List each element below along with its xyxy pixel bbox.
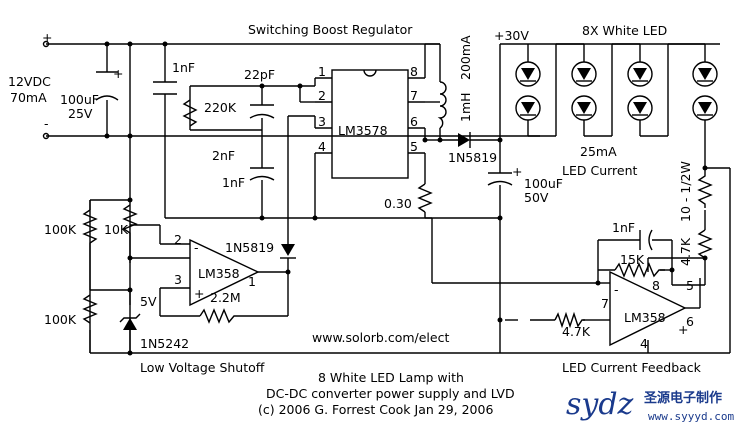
- cap-22pf: [249, 104, 275, 119]
- zener-label: 1N5242: [140, 336, 189, 351]
- fb-pin-7: 7: [601, 296, 609, 311]
- fb-pin-8: 8: [652, 278, 660, 293]
- resistor-15k: [614, 262, 665, 278]
- title-feedback: LED Current Feedback: [562, 360, 702, 375]
- resistor-sense: [417, 183, 433, 213]
- lvd-r1-label: 100K: [44, 222, 77, 237]
- supply-plus: +: [42, 30, 52, 45]
- resistor-220k-label: 220K: [204, 100, 237, 115]
- fb-minus: -: [614, 282, 619, 297]
- lvd-r2-label: 10K: [104, 222, 129, 237]
- ic-pin-1: 1: [318, 64, 326, 79]
- resistor-10ohm: [697, 168, 713, 208]
- output-voltage: +30V: [494, 28, 529, 43]
- watermark-logo: sydz: [566, 387, 634, 422]
- resistor-220k: [182, 99, 198, 127]
- resistor-100k-bot: [82, 294, 98, 324]
- lvd-diode-label: 1N5819: [225, 240, 274, 255]
- lvd-pin-1: 1: [248, 274, 256, 289]
- ic-pin-2: 2: [318, 88, 326, 103]
- fb-plus: +: [678, 322, 688, 337]
- supply-voltage: 12VDC: [8, 74, 51, 89]
- ic-pin-7: 7: [410, 88, 418, 103]
- supply-plus-terminal: [42, 40, 50, 48]
- led-array: [515, 61, 718, 121]
- cap-2nf-label: 2nF: [212, 148, 235, 163]
- output-cap-plus: +: [512, 164, 522, 179]
- boost-diode: [458, 132, 471, 148]
- ic-pin-8: 8: [410, 64, 418, 79]
- ic-pin-5: 5: [410, 139, 418, 154]
- fb-opamp: LM358: [624, 310, 666, 325]
- lvd-opamp: LM358: [198, 266, 240, 281]
- resistor-10ohm-label: 10 - 1/2W: [678, 161, 693, 222]
- fb-pin-6: 6: [686, 314, 694, 329]
- cap-1nf-soft-label: 1nF: [222, 175, 245, 190]
- watermark-url: www.syyyd.com: [648, 410, 734, 423]
- inductor-current: 200mA: [458, 35, 473, 80]
- fb-r15k-label: 15K: [620, 252, 645, 267]
- resistor-2m2: [199, 308, 240, 324]
- supply-minus: -: [44, 116, 49, 131]
- bypass-cap-value: 1nF: [172, 60, 195, 75]
- fb-cap-label: 1nF: [612, 220, 635, 235]
- fb-r-div-label: 4.7K: [678, 237, 693, 266]
- resistor-4k7-div: [697, 229, 713, 259]
- input-cap-voltage: 25V: [68, 106, 93, 121]
- fb-pin-5: 5: [686, 278, 694, 293]
- lvd-pin-3: 3: [174, 272, 182, 287]
- watermark: sydz 圣源电子制作 www.syyyd.com: [562, 380, 742, 428]
- input-cap-value: 100uF: [60, 92, 99, 107]
- supply-current: 70mA: [10, 90, 47, 105]
- ic-lm3578: LM3578: [338, 123, 388, 138]
- sense-resistor-label: 0.30: [384, 196, 412, 211]
- resistor-10k: [122, 204, 138, 263]
- supply-minus-terminal: [42, 132, 50, 140]
- fb-r-in-label: 4.7K: [562, 324, 591, 339]
- lvd-r3-label: 100K: [44, 312, 77, 327]
- junction-dots: [104, 41, 708, 356]
- zener-voltage: 5V: [140, 294, 157, 309]
- output-cap-value: 100uF: [524, 176, 563, 191]
- fb-pin-4: 4: [640, 336, 648, 351]
- boost-diode-label: 1N5819: [448, 150, 497, 165]
- lvd-pin-2: 2: [174, 232, 182, 247]
- ic-notch: [363, 69, 377, 77]
- cap-22pf-label: 22pF: [244, 67, 275, 82]
- feedback-capacitor: [639, 229, 653, 251]
- input-capacitor: [95, 71, 119, 101]
- resistor-100k-top: [82, 209, 98, 248]
- ic-pin-3: 3: [318, 114, 326, 129]
- lvd-diode: [280, 244, 296, 259]
- title-lvs: Low Voltage Shutoff: [140, 360, 265, 375]
- watermark-cn: 圣源电子制作: [644, 390, 722, 406]
- ic-pin-4: 4: [318, 139, 326, 154]
- led-current-value: 25mA: [580, 144, 617, 159]
- ic-pin-6: 6: [410, 114, 418, 129]
- title-boost: Switching Boost Regulator: [248, 22, 413, 37]
- led-array-label: 8X White LED: [582, 23, 667, 38]
- bypass-capacitor: [153, 81, 177, 95]
- footer-line-2: DC-DC converter power supply and LVD: [266, 386, 515, 401]
- url-text: www.solorb.com/elect: [312, 330, 449, 345]
- output-capacitor: [487, 172, 513, 186]
- inductor: [437, 81, 447, 129]
- inductor-value: 1mH: [458, 92, 473, 122]
- cap-1nf-soft: [249, 167, 275, 181]
- resistor-4k7-in: [554, 311, 585, 329]
- lvd-minus: -: [194, 240, 199, 255]
- lvd-r-fb-label: 2.2M: [210, 290, 241, 305]
- input-cap-plus: +: [113, 66, 123, 81]
- footer-line-3: (c) 2006 G. Forrest Cook Jan 29, 2006: [258, 402, 493, 417]
- led-current-label: LED Current: [562, 163, 638, 178]
- output-cap-voltage: 50V: [524, 190, 549, 205]
- lvd-plus: +: [194, 286, 204, 301]
- zener-diode: [119, 313, 141, 330]
- footer-line-1: 8 White LED Lamp with: [318, 370, 464, 385]
